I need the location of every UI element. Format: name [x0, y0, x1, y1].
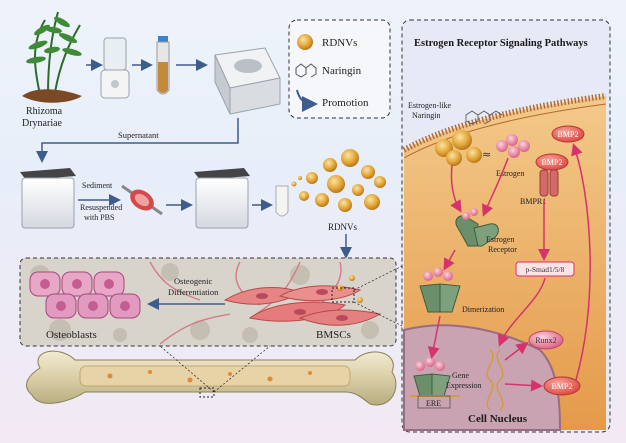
blender-icon: [100, 37, 130, 99]
gene-label-line1: Gene: [452, 371, 469, 380]
bone-illustration: [26, 350, 397, 406]
estrogen-receptor-label-line1: Estrogen: [486, 235, 514, 244]
legend-naringin-icon: [295, 63, 317, 78]
centrifuge-icon: [214, 47, 281, 115]
ere-bracket: [417, 395, 451, 409]
estrogen-cluster: [496, 134, 530, 158]
osteogenic-label-line2: Differentiation: [168, 287, 219, 297]
bmp2-bottom: [543, 376, 581, 396]
arrow-supernatant: [36, 118, 239, 163]
osteogenic-label-line1: Osteogenic: [174, 276, 212, 286]
zoom-line-cell-2: [353, 301, 411, 331]
dimerization-label: Dimerization: [462, 305, 504, 314]
rdnvs-label: RDNVs: [328, 222, 358, 232]
rhizoma-label-line2: Drynariae: [22, 118, 63, 129]
psmad-label: p-Smad1/5/8: [526, 265, 565, 274]
osteoblast-cells: [29, 271, 141, 319]
legend-rdnv-icon: [297, 34, 313, 50]
rdnv-fusing: [435, 130, 482, 166]
ere-complex: [410, 357, 460, 397]
legend-rdnvs: RDNVs: [322, 37, 357, 49]
ere-label: ERE: [426, 399, 441, 408]
cell-nucleus-label: Cell Nucleus: [468, 413, 528, 425]
supernatant-label: Supernatant: [118, 130, 159, 140]
cell-membrane: [402, 93, 607, 153]
zoom-line-bone-2: [213, 345, 271, 393]
bmscs-label: BMSCs: [316, 329, 351, 341]
ultracentrifuge-icon-1: [20, 168, 76, 229]
legend-promotion: Promotion: [322, 97, 369, 109]
ultracentrifuge-icon-2: [194, 168, 250, 229]
vial-icon: [275, 176, 302, 217]
dna-helix: [486, 349, 504, 411]
bmp2-bottom-label: BMP2: [552, 382, 573, 391]
sediment-label: Sediment: [82, 181, 113, 190]
wave-symbol: ≈: [482, 148, 491, 161]
zoom-line-cell-1: [353, 261, 411, 291]
pathway-title: Estrogen Receptor Signaling Pathways: [414, 38, 588, 49]
estrogen-like-label-line1: Estrogen-like: [408, 101, 452, 110]
estrogen-label: Estrogen: [496, 169, 524, 178]
estrogen-receptor: [455, 208, 499, 247]
dimer-complex: [419, 267, 461, 313]
runx2-label: Runx2: [535, 336, 556, 345]
rdnv-cluster: [299, 149, 386, 212]
psmad-box: [515, 261, 575, 277]
estrogen-receptor-label-line2: Receptor: [488, 245, 517, 254]
resuspended-label-line1: Resuspended: [80, 203, 122, 212]
syringe-filter-icon: [121, 184, 163, 216]
bmpr1-receptor: [539, 169, 559, 197]
bmp2-mid-label: BMP2: [542, 158, 563, 167]
osteoblasts-label: Osteoblasts: [46, 329, 97, 341]
bmp2-top-label: BMP2: [558, 130, 579, 139]
bmpr1-label: BMPR1: [520, 197, 546, 206]
runx2-bubble: [528, 330, 564, 350]
legend-promotion-arrow: [296, 89, 318, 112]
legend-box: RDNVs Naringin Promotion: [288, 19, 391, 119]
bmsc-cells: [223, 275, 382, 326]
rhizoma-label-line1: Rhizoma: [26, 106, 63, 117]
tube-icon: [156, 36, 170, 95]
zoom-box-bmsc: [331, 287, 355, 303]
naringin-molecule: [465, 110, 503, 125]
resuspended-label-line2: with PBS: [84, 213, 114, 222]
pathway-arrows: [427, 143, 591, 392]
bmp2-top: [551, 125, 585, 143]
legend-naringin: Naringin: [322, 65, 362, 77]
estrogen-like-label-line2: Naringin: [412, 111, 440, 120]
gene-label-line2: Expression: [446, 381, 482, 390]
rhizoma-plant: [22, 11, 82, 103]
